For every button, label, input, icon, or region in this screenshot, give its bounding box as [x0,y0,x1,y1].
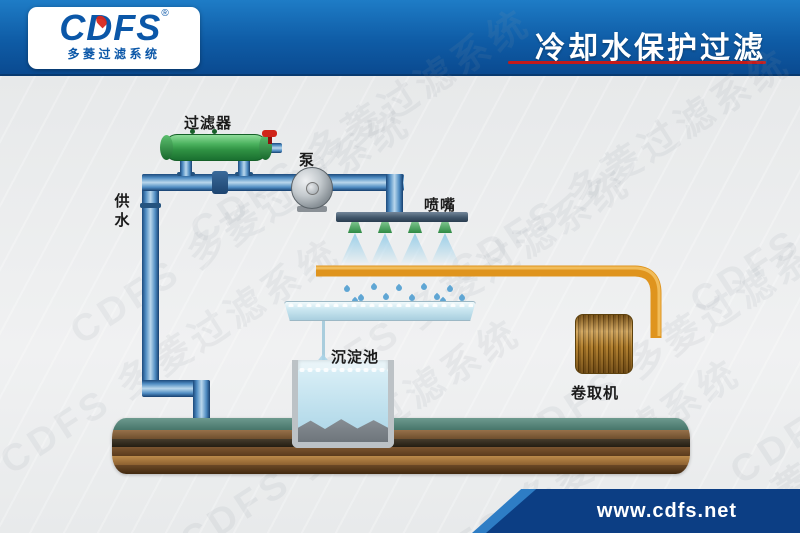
pipe-coupling [212,171,228,194]
label-nozzles: 喷嘴 [424,197,457,214]
filter-vessel [164,134,268,161]
filter-inlet-pipe [142,174,314,191]
filter-outlet-stub [266,143,282,153]
soil-layer [112,439,690,447]
filter-leg [238,158,250,176]
label-filter: 过滤器 [184,115,233,132]
header-bar: CDFS® 多菱过滤系统 冷却水保护过滤 [0,0,800,76]
steel-strip-path [316,265,662,338]
soil-layer [112,456,690,465]
page-title: 冷却水保护过滤 [535,32,766,65]
soil-layer [112,418,690,430]
coiler-coil [575,314,633,374]
label-settling-tank: 沉淀池 [331,349,380,366]
title-underline [508,61,766,64]
label-supply: 供水 [114,193,130,229]
collection-tray [284,301,476,321]
filter-end-cap [160,135,173,160]
settling-tank [292,360,394,448]
registered-mark: ® [161,8,169,19]
pump-hub [306,182,319,195]
filter-leg [180,158,192,176]
steel-strip-highlight [316,266,661,336]
logo-wordmark: CDFS® [59,8,168,48]
tank-water-surface [298,368,388,372]
spray-nozzle [348,222,362,233]
filter-bolt [190,129,195,134]
drain-splash [315,354,331,364]
soil-layer [112,465,690,474]
spray-nozzle [408,222,422,233]
ground-strata [112,418,690,474]
spray-feed-pipe [386,174,403,218]
soil-layer [112,447,690,456]
label-coiler: 卷取机 [571,385,620,402]
logo-text: CDFS [59,7,162,48]
spray-manifold [336,212,468,222]
spray-nozzle [438,222,452,233]
supply-riser-pipe [142,174,159,394]
steel-strip [316,265,662,338]
filter-bolt [212,129,217,134]
footer-ribbon: www.cdfs.net [486,489,800,533]
pump-outlet-pipe [322,174,404,191]
pipe-flange [140,203,161,208]
logo-subtext: 多菱过滤系统 [67,47,161,61]
drain-line [322,321,325,362]
website-url: www.cdfs.net [596,499,738,522]
valve-handle [262,130,277,137]
soil-layer [112,430,690,439]
bottom-drop-pipe [193,380,210,424]
label-pump: 泵 [299,152,316,169]
brand-logo: CDFS® 多菱过滤系统 [28,7,200,69]
tray-water [287,303,473,307]
valve-stem [268,136,272,144]
pump-base [297,206,327,212]
spray-nozzle [378,222,392,233]
